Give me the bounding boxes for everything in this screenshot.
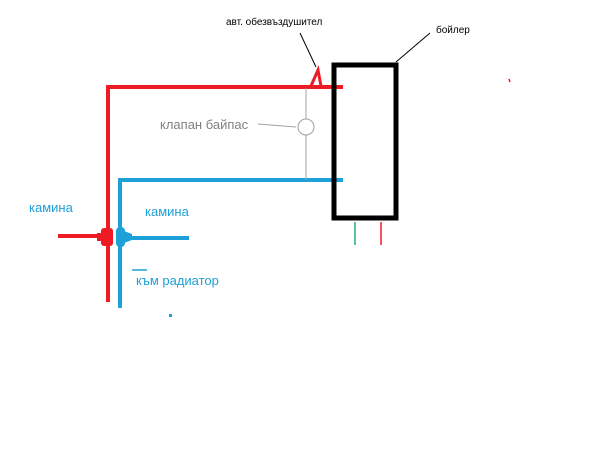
air-vent-leader <box>299 32 317 68</box>
bypass-valve <box>257 88 315 180</box>
bypass-valve-label: клапан байпас <box>160 117 249 132</box>
stray-blue-dot <box>169 314 172 317</box>
supply-tee-fitting <box>97 228 113 246</box>
air-vent-label: авт. обезвъздушител <box>226 17 323 28</box>
bypass-leader <box>257 123 297 128</box>
bypass-valve-icon <box>297 118 315 136</box>
air-vent-stub <box>309 64 323 87</box>
boiler-leader <box>395 32 431 63</box>
return-pipe <box>118 178 356 317</box>
fireplace-label-left: камина <box>29 200 73 215</box>
boiler-label: бойлер <box>436 25 470 36</box>
return-pipe-top <box>118 178 343 308</box>
return-tee-fitting <box>116 227 132 247</box>
supply-pipe <box>58 64 511 302</box>
to-radiator-label: към радиатор <box>136 273 219 288</box>
fireplace-label-right: камина <box>145 204 189 219</box>
boiler-tank <box>331 62 399 221</box>
stray-red-mark <box>508 78 511 83</box>
